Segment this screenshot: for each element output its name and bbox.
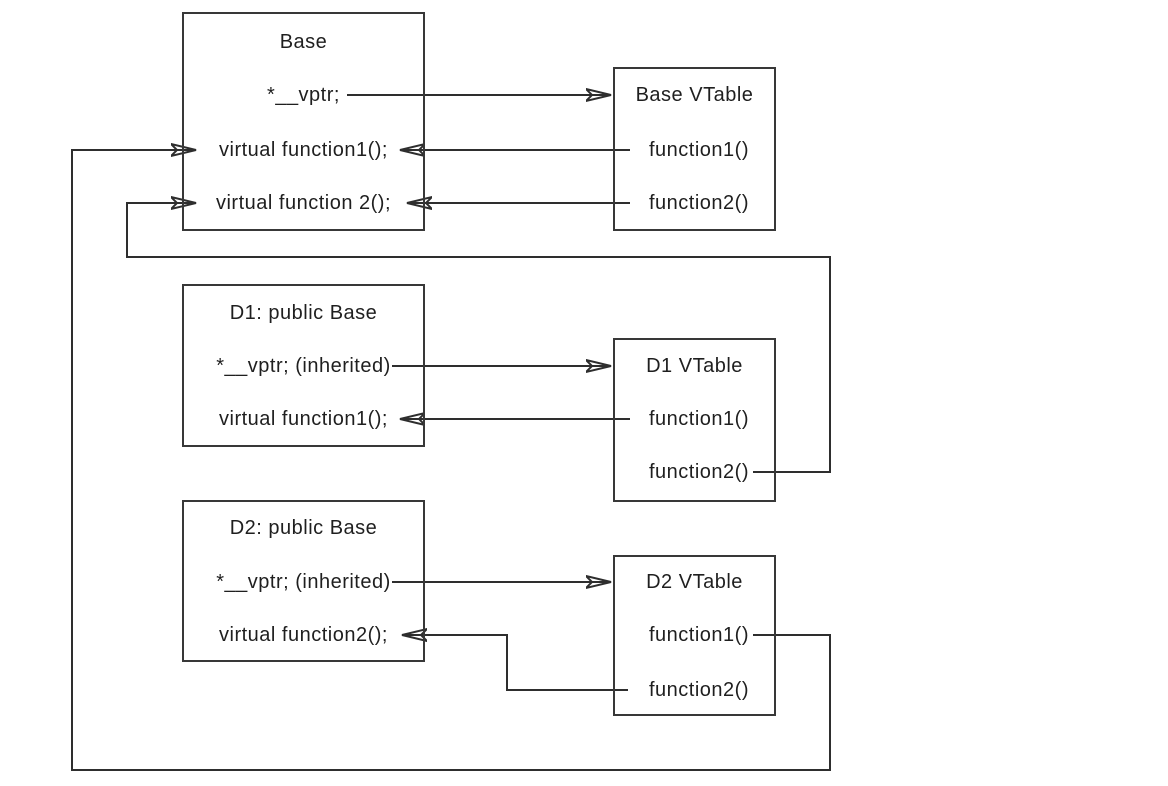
d1-vtable-title: D1 VTable (646, 355, 743, 377)
base-class-title: Base (279, 31, 328, 53)
base-vptr-field: *__vptr; (267, 84, 340, 106)
d2-virtual-function2: virtual function2(); (219, 624, 388, 646)
base-class-box (182, 12, 425, 231)
base-vtable-title: Base VTable (635, 84, 754, 106)
base-vtable-function1-entry: function1() (649, 139, 749, 161)
d2-vptr-field: *__vptr; (inherited) (216, 571, 391, 593)
d2-vtable-function2-entry: function2() (649, 679, 749, 701)
connector-d2vtable-function2-to-d2-vf2 (402, 635, 628, 691)
d1-vtable-box (613, 338, 776, 502)
d1-vtable-function2-entry: function2() (649, 461, 749, 483)
base-vtable-function2-entry: function2() (649, 192, 749, 214)
d2-vtable-title: D2 VTable (646, 571, 743, 593)
d2-vtable-box (613, 555, 776, 716)
d2-vtable-function1-entry: function1() (649, 624, 749, 646)
connector-d1vtable-function2-to-base-vf2 (126, 203, 831, 473)
d1-class-title: D1: public Base (229, 302, 378, 324)
d2-class-title: D2: public Base (229, 517, 378, 539)
d1-vtable-function1-entry: function1() (649, 408, 749, 430)
base-virtual-function1: virtual function1(); (219, 139, 388, 161)
base-virtual-function2: virtual function 2(); (215, 192, 391, 214)
connector-d2vtable-function1-to-base-vf1 (71, 150, 831, 771)
d2-class-box (182, 500, 425, 662)
d1-vptr-field: *__vptr; (inherited) (216, 355, 391, 377)
d1-class-box (182, 284, 425, 447)
d1-virtual-function1: virtual function1(); (219, 408, 388, 430)
base-vtable-box (613, 67, 776, 231)
